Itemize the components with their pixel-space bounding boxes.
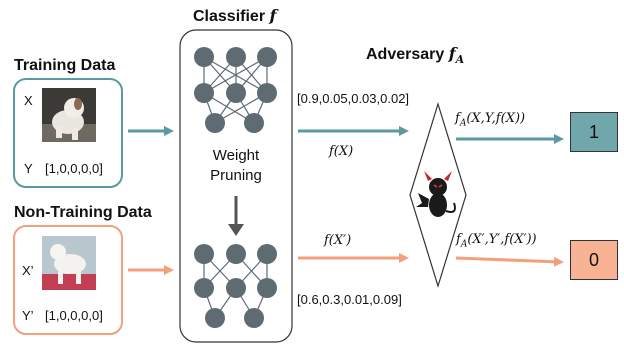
nontraining-x-label: X’: [22, 263, 34, 278]
network-node: [226, 244, 246, 264]
weight-pruning-label: Weight Pruning: [188, 146, 284, 186]
nontraining-data-title: Non-Training Data: [14, 204, 152, 221]
classifier-symbol: f: [269, 6, 277, 25]
bottom-fx-label: f(X′): [324, 233, 352, 248]
devil-icon: [416, 171, 456, 217]
adversary-title: Adversary fA: [366, 44, 464, 66]
network-node: [194, 278, 214, 298]
network-node: [194, 244, 214, 264]
training-y-label: Y: [24, 161, 33, 176]
network-node: [226, 47, 246, 67]
network-node: [194, 83, 214, 103]
network-node: [194, 47, 214, 67]
adversary-title-text: Adversary: [366, 46, 445, 63]
classifier-title: Classifier f: [193, 6, 276, 26]
nontraining-y-label: Y’: [22, 308, 34, 323]
classifier-title-text: Classifier: [193, 8, 266, 25]
network-node: [226, 83, 246, 103]
weight-pruning-line2: Pruning: [210, 167, 262, 184]
top-adversary-function: fA(X,Y,f(X)): [455, 111, 526, 129]
nontraining-y-value: [1,0,0,0,0]: [45, 308, 103, 323]
network-node: [257, 83, 277, 103]
training-y-value: [1,0,0,0,0]: [45, 161, 103, 176]
network-node: [257, 278, 277, 298]
bottom-result-value: 0: [588, 249, 599, 270]
network-node: [257, 47, 277, 67]
bottom-probability-vector: [0.6,0.3,0.01,0.09]: [297, 292, 402, 307]
classifier-box: [179, 29, 293, 343]
bottom-network-nodes: [194, 244, 277, 328]
training-data-title: Training Data: [14, 57, 116, 74]
puppy-photo: [42, 88, 96, 142]
bottom-result-arrow: [455, 256, 564, 267]
top-probability-vector: [0.9,0.05,0.03,0.02]: [297, 91, 410, 106]
bottom-result-box: 0: [570, 240, 618, 280]
poodle-photo: [42, 236, 96, 290]
top-result-box: 1: [570, 112, 618, 152]
top-result-value: 1: [588, 121, 599, 142]
top-network-nodes: [194, 47, 277, 133]
network-node: [205, 308, 225, 328]
top-fx-label: f(X): [329, 144, 354, 159]
bottom-adversary-function: fA(X′,Y′,f(X′)): [456, 232, 537, 250]
network-node: [257, 244, 277, 264]
weight-pruning-line1: Weight: [212, 147, 260, 164]
network-node: [226, 278, 246, 298]
training-x-label: X: [24, 93, 33, 108]
network-node: [205, 113, 225, 133]
network-node: [244, 308, 264, 328]
adversary-symbol: fA: [448, 44, 465, 67]
network-node: [244, 113, 264, 133]
pruning-arrow-head: [228, 224, 244, 236]
